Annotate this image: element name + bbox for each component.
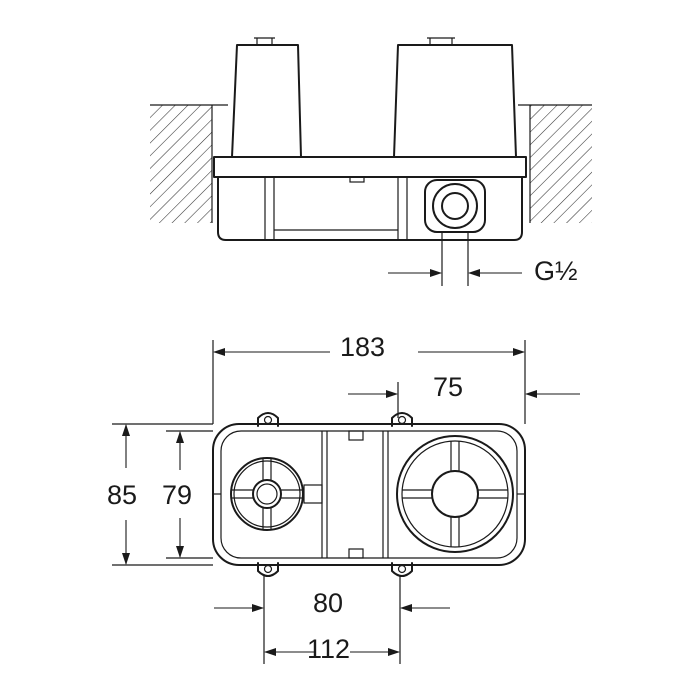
middle-channel: [213, 430, 525, 559]
overall-length-label: 183: [340, 332, 385, 362]
dimension-inner-height: 79: [162, 430, 213, 559]
dimension-overall-length: 183: [212, 332, 526, 424]
box-body: [213, 156, 527, 241]
dimension-right-offset: 75: [348, 372, 580, 418]
wall-hatching-left: [150, 104, 228, 223]
right-cap: [393, 37, 517, 158]
outer-height-label: 85: [107, 480, 137, 510]
dimension-outer-hole-spacing: 112: [264, 618, 401, 664]
mounting-lugs: [257, 412, 413, 577]
right-valve-port: [396, 435, 514, 553]
front-view: G½: [150, 37, 592, 286]
thread-label: G½: [534, 256, 578, 286]
housing-inner-outline: [220, 430, 518, 559]
thread-dimension: G½: [388, 232, 578, 286]
hole-spacing-label: 80: [313, 588, 343, 618]
left-cap: [231, 37, 302, 158]
right-offset-label: 75: [433, 372, 463, 402]
plan-view: 183 75 85 79: [107, 332, 580, 664]
threaded-outlet: [424, 179, 486, 233]
inner-height-label: 79: [162, 480, 192, 510]
left-valve-port: [230, 457, 304, 531]
dimension-outer-height: 85: [107, 423, 213, 566]
dimension-hole-spacing: 80: [214, 575, 450, 664]
outer-hole-spacing-label: 112: [307, 634, 350, 664]
wall-hatching-right: [518, 104, 592, 223]
